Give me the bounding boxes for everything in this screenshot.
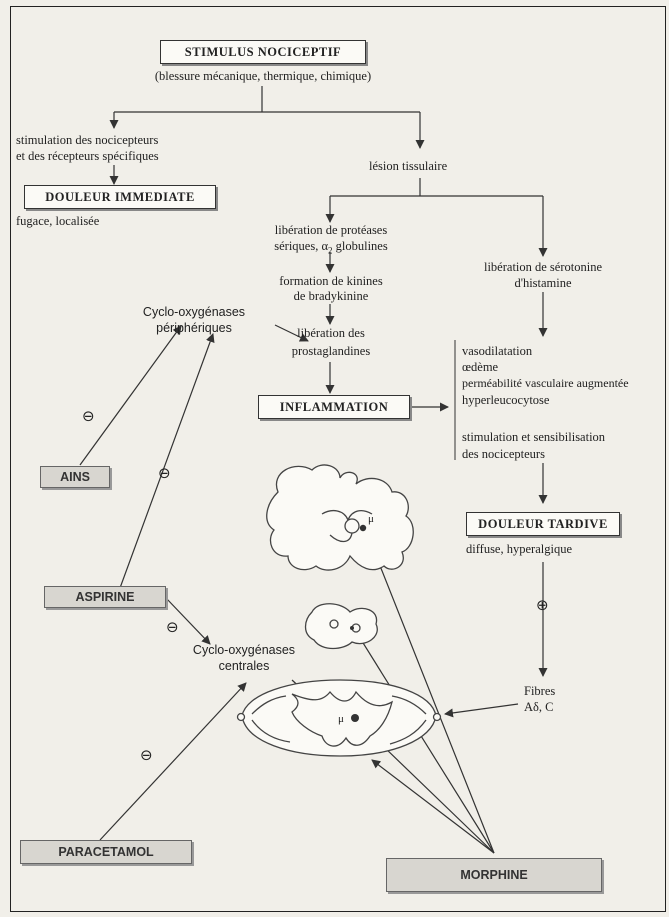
arrow bbox=[354, 629, 495, 854]
brain-section bbox=[266, 464, 414, 571]
douleur-tardive-note: diffuse, hyperalgique bbox=[466, 542, 572, 556]
brainstem-section bbox=[304, 603, 378, 650]
proteases-text: sériques, α bbox=[274, 239, 329, 253]
douleur-immediate-box: DOULEUR IMMEDIATE bbox=[24, 185, 216, 209]
kinines-line2: de bradykinine bbox=[293, 289, 369, 303]
mu-receptor-label: μ bbox=[338, 713, 344, 725]
spinal-cord-section bbox=[236, 679, 442, 757]
serotonine-line1: libération de sérotonine bbox=[483, 260, 603, 274]
minus-symbol: ⊖ bbox=[82, 408, 95, 425]
kinines-line1: formation de kinines bbox=[279, 274, 383, 288]
stimulus-box: STIMULUS NOCICEPTIF bbox=[160, 40, 366, 64]
arrow bbox=[363, 527, 495, 854]
minus-symbol: ⊖ bbox=[140, 747, 153, 764]
stimulation-line2: et des récepteurs spécifiques bbox=[16, 149, 159, 163]
mu-receptor-label: μ bbox=[368, 513, 374, 525]
aspirine-label: ASPIRINE bbox=[75, 590, 135, 604]
morphine-label: MORPHINE bbox=[460, 868, 528, 882]
cox-central-line1: Cyclo-oxygénases bbox=[192, 643, 296, 657]
alpha-subscript: 2 bbox=[328, 245, 333, 256]
arrow bbox=[119, 333, 215, 589]
lesion-label: lésion tissulaire bbox=[369, 159, 448, 173]
aspirine-box: ASPIRINE bbox=[44, 586, 166, 608]
douleur-tardive-box: DOULEUR TARDIVE bbox=[466, 512, 620, 536]
effect-item: œdème bbox=[462, 360, 499, 374]
plus-symbol: ⊕ bbox=[536, 597, 549, 614]
ains-box: AINS bbox=[40, 466, 110, 488]
fibres-line1: Fibres bbox=[524, 684, 556, 698]
douleur-immediate-note: fugace, localisée bbox=[16, 214, 100, 228]
inflammation-box: INFLAMMATION bbox=[258, 395, 410, 419]
arrow bbox=[99, 682, 247, 841]
proteases-text-end: globulines bbox=[332, 239, 388, 253]
paracetamol-label: PARACETAMOL bbox=[58, 845, 154, 859]
effect-item: perméabilité vasculaire augmentée bbox=[462, 376, 629, 390]
paracetamol-box: PARACETAMOL bbox=[20, 840, 192, 864]
douleur-immediate-label: DOULEUR IMMEDIATE bbox=[45, 189, 195, 204]
stimulation-sensibilisation-line2: des nocicepteurs bbox=[462, 447, 545, 461]
stimulus-title: STIMULUS NOCICEPTIF bbox=[184, 44, 342, 59]
inflammation-label: INFLAMMATION bbox=[279, 399, 389, 414]
effect-item: hyperleucocytose bbox=[462, 393, 550, 407]
ains-label: AINS bbox=[60, 470, 90, 484]
prostaglandines-line1: libération des bbox=[297, 326, 365, 340]
fibres-line2: Aδ, C bbox=[524, 700, 554, 714]
cox-central-line2: centrales bbox=[218, 659, 270, 673]
stimulation-line1: stimulation des nocicepteurs bbox=[16, 133, 159, 147]
serotonine-line2: d'histamine bbox=[514, 276, 572, 290]
arrow bbox=[79, 325, 182, 466]
cox-peripheral-line1: Cyclo-oxygénases bbox=[142, 305, 246, 319]
effect-item: vasodilatation bbox=[462, 344, 533, 358]
douleur-tardive-label: DOULEUR TARDIVE bbox=[478, 516, 608, 531]
arrow bbox=[165, 597, 211, 645]
minus-symbol: ⊖ bbox=[158, 465, 171, 482]
diagram-frame bbox=[10, 6, 666, 912]
proteases-line2: sériques, α2 globulines bbox=[248, 239, 414, 259]
morphine-box: MORPHINE bbox=[386, 858, 602, 892]
proteases-line1: libération de protéases bbox=[274, 223, 388, 237]
prostaglandines-line2: prostaglandines bbox=[291, 344, 371, 358]
arrow bbox=[371, 759, 495, 854]
arrow bbox=[274, 324, 309, 342]
stimulus-subtitle: (blessure mécanique, thermique, chimique… bbox=[154, 69, 372, 83]
arrow bbox=[444, 703, 519, 718]
cox-peripheral-line2: périphériques bbox=[156, 321, 232, 335]
stimulation-sensibilisation-line1: stimulation et sensibilisation bbox=[462, 430, 606, 444]
minus-symbol: ⊖ bbox=[166, 619, 179, 636]
